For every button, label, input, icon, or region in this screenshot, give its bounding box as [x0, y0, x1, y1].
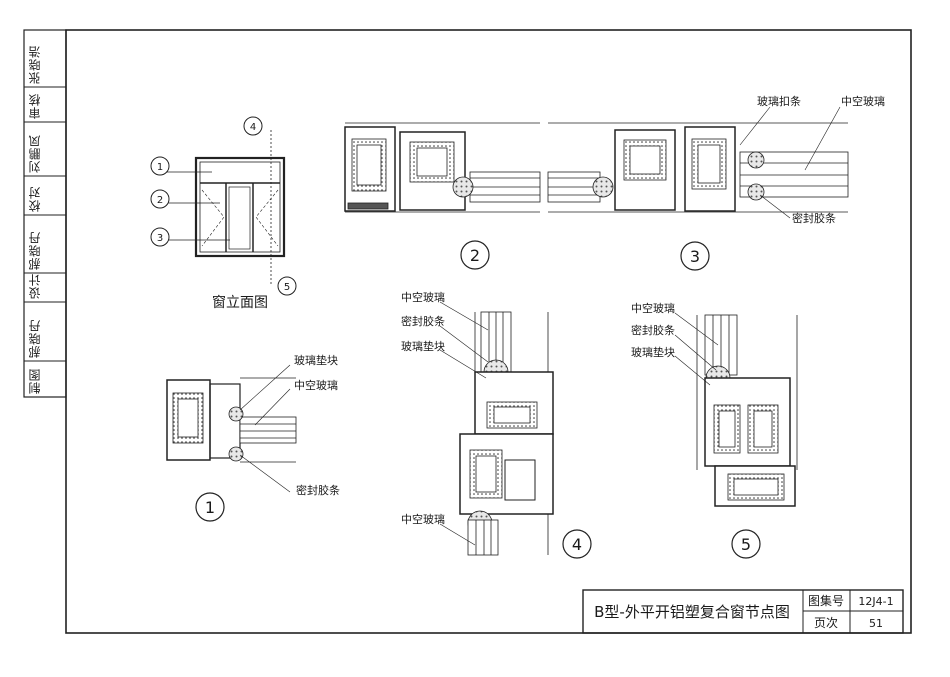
review-role-cell-4: 制图: [24, 361, 66, 397]
detail-5-marker: 5: [741, 535, 751, 554]
detail-1-label-block: 玻璃垫块: [294, 353, 338, 367]
designer-name: 郝晓丹: [28, 231, 42, 270]
elevation-marker-3: 3: [157, 233, 163, 244]
detail-1-label-glass: 中空玻璃: [294, 378, 338, 392]
elevation-marker-5: 5: [284, 282, 290, 293]
detail-5-label-glass: 中空玻璃: [631, 301, 675, 315]
page-number-value: 51: [869, 617, 883, 630]
detail-1-marker-circle: [195, 492, 225, 522]
review-name-cell-1: 张晓浩: [24, 30, 66, 87]
elevation-marker-4: 4: [250, 122, 256, 133]
detail-3-label-bead: 玻璃扣条: [757, 94, 801, 108]
detail-4-label-glass-bottom: 中空玻璃: [401, 512, 445, 526]
review-name-cell-2: 刘鹏凤: [24, 122, 66, 176]
review-role-cell-1: 审核: [24, 87, 66, 122]
detail-4-drawing: [439, 301, 554, 556]
elevation-marker-2: 2: [157, 195, 163, 206]
detail-4-label-seal: 密封胶条: [401, 314, 445, 328]
review-role-check: 审核: [28, 93, 42, 119]
atlas-number-label: 图集号: [808, 593, 844, 608]
detail-5-drawing: [674, 312, 798, 507]
proofreader-name: 刘鹏凤: [28, 134, 42, 173]
review-role-proof: 校对: [28, 186, 42, 212]
review-name-cell-4: 郝晓丹: [24, 302, 66, 361]
reviewer-name: 张晓浩: [28, 45, 42, 84]
elevation-caption: 窗立面图: [212, 294, 268, 311]
review-role-cell-3: 设计: [24, 273, 66, 302]
detail-2-marker-circle: [460, 240, 490, 270]
detail-3-drawing: [547, 106, 849, 219]
detail-3-marker-circle: [680, 241, 710, 271]
review-role-draw: 制图: [28, 368, 42, 394]
detail-4-label-glass-top: 中空玻璃: [401, 290, 445, 304]
page-number-label: 页次: [814, 616, 838, 630]
detail-3-marker: 3: [690, 247, 700, 266]
detail-2-drawing: [344, 122, 541, 213]
review-role-cell-2: 校对: [24, 176, 66, 215]
review-name-cell-3: 郝晓丹: [24, 215, 66, 273]
detail-3-label-seal: 密封胶条: [792, 211, 836, 225]
elevation-markers: 1 2 3 4 5: [150, 116, 297, 296]
title-block: [582, 589, 904, 634]
detail-1-marker: 1: [205, 498, 215, 517]
elevation-marker-1: 1: [157, 162, 163, 173]
detail-1-label-seal: 密封胶条: [296, 483, 340, 497]
detail-5-marker-circle: [731, 529, 761, 559]
detail-3-label-glass: 中空玻璃: [841, 94, 885, 108]
title-block-title: B型-外平开铝塑复合窗节点图: [594, 603, 790, 621]
detail-4-marker-circle: [562, 529, 592, 559]
detail-5-label-seal: 密封胶条: [631, 323, 675, 337]
detail-4-marker: 4: [572, 535, 582, 554]
window-elevation: [166, 130, 286, 285]
detail-2-marker: 2: [470, 246, 480, 265]
atlas-number-value: 12J4-1: [858, 595, 893, 608]
detail-5-label-block: 玻璃垫块: [631, 345, 675, 359]
review-column-frame: [23, 29, 67, 398]
detail-4-label-block: 玻璃垫块: [401, 339, 445, 353]
detail-1-drawing: [166, 364, 297, 493]
review-role-design: 设计: [28, 273, 42, 299]
drafter-name: 郝晓丹: [28, 319, 42, 358]
